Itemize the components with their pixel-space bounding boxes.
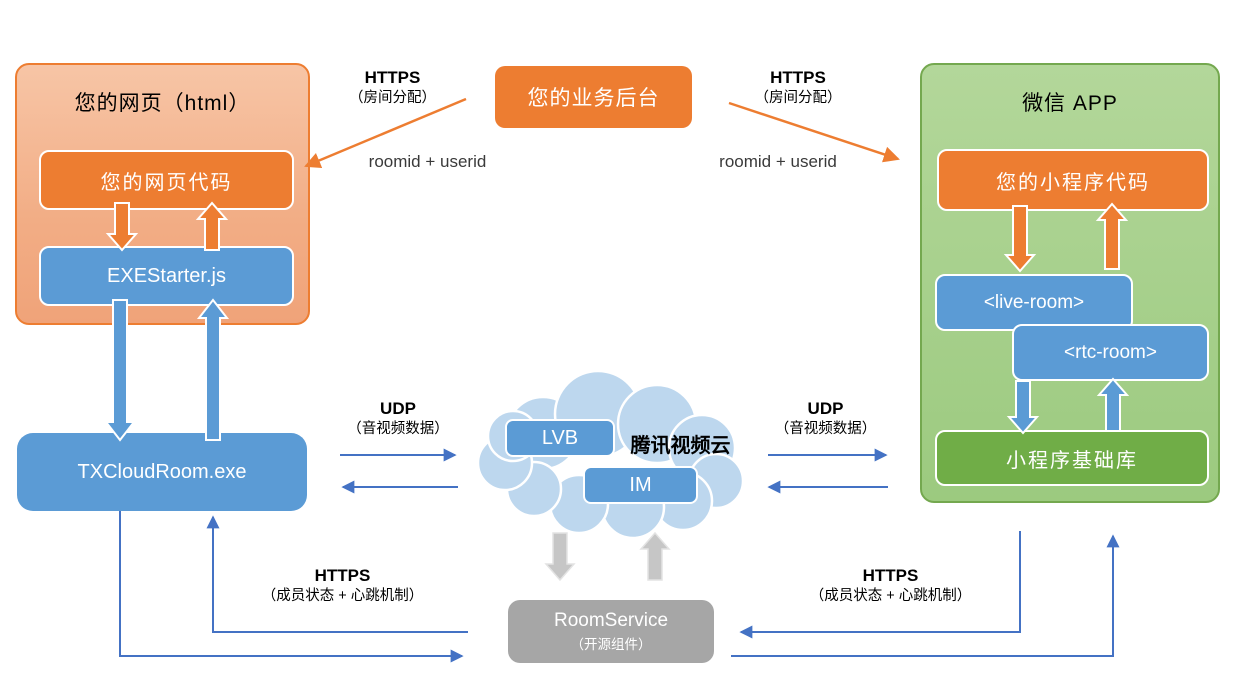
im-box: IM — [583, 466, 698, 504]
wechat-app-title: 微信 APP — [1022, 92, 1118, 115]
https-member-right-label: HTTPS （成员状态 + 心跳机制） — [809, 566, 972, 605]
web-page-container: 您的网页（html） 您的网页代码 EXEStarter.js — [15, 63, 310, 325]
live-room-box: <live-room> — [935, 274, 1133, 331]
room-service-box: RoomService （开源组件） — [508, 600, 714, 663]
web-page-title: 您的网页（html） — [74, 92, 251, 115]
wechat-app-container: 微信 APP 您的小程序代码 <live-room> <rtc-room> 小程… — [920, 63, 1220, 503]
https-room-right-label: HTTPS （房间分配） — [754, 68, 842, 107]
udp-left-label: UDP （音视频数据） — [347, 399, 449, 438]
roomid-userid-left: roomid + userid — [368, 152, 487, 171]
udp-right-label: UDP （音视频数据） — [774, 399, 877, 438]
room-service-label: RoomService — [553, 610, 669, 631]
miniprogram-code-box: 您的小程序代码 — [937, 149, 1209, 211]
business-backend-box: 您的业务后台 — [495, 66, 692, 128]
room-service-sublabel: （开源组件） — [570, 637, 652, 652]
lvb-box: LVB — [505, 419, 615, 457]
web-code-box: 您的网页代码 — [39, 150, 294, 210]
https-member-left-label: HTTPS （成员状态 + 心跳机制） — [261, 566, 424, 605]
miniprogram-base-box: 小程序基础库 — [935, 430, 1209, 486]
tencent-cloud-title: 腾讯视频云 — [630, 435, 731, 457]
exe-starter-box: EXEStarter.js — [39, 246, 294, 306]
txcloudroom-box: TXCloudRoom.exe — [17, 433, 307, 511]
roomid-userid-right: roomid + userid — [719, 152, 837, 171]
rtc-room-box: <rtc-room> — [1012, 324, 1209, 381]
https-room-left-label: HTTPS （房间分配） — [349, 68, 436, 107]
